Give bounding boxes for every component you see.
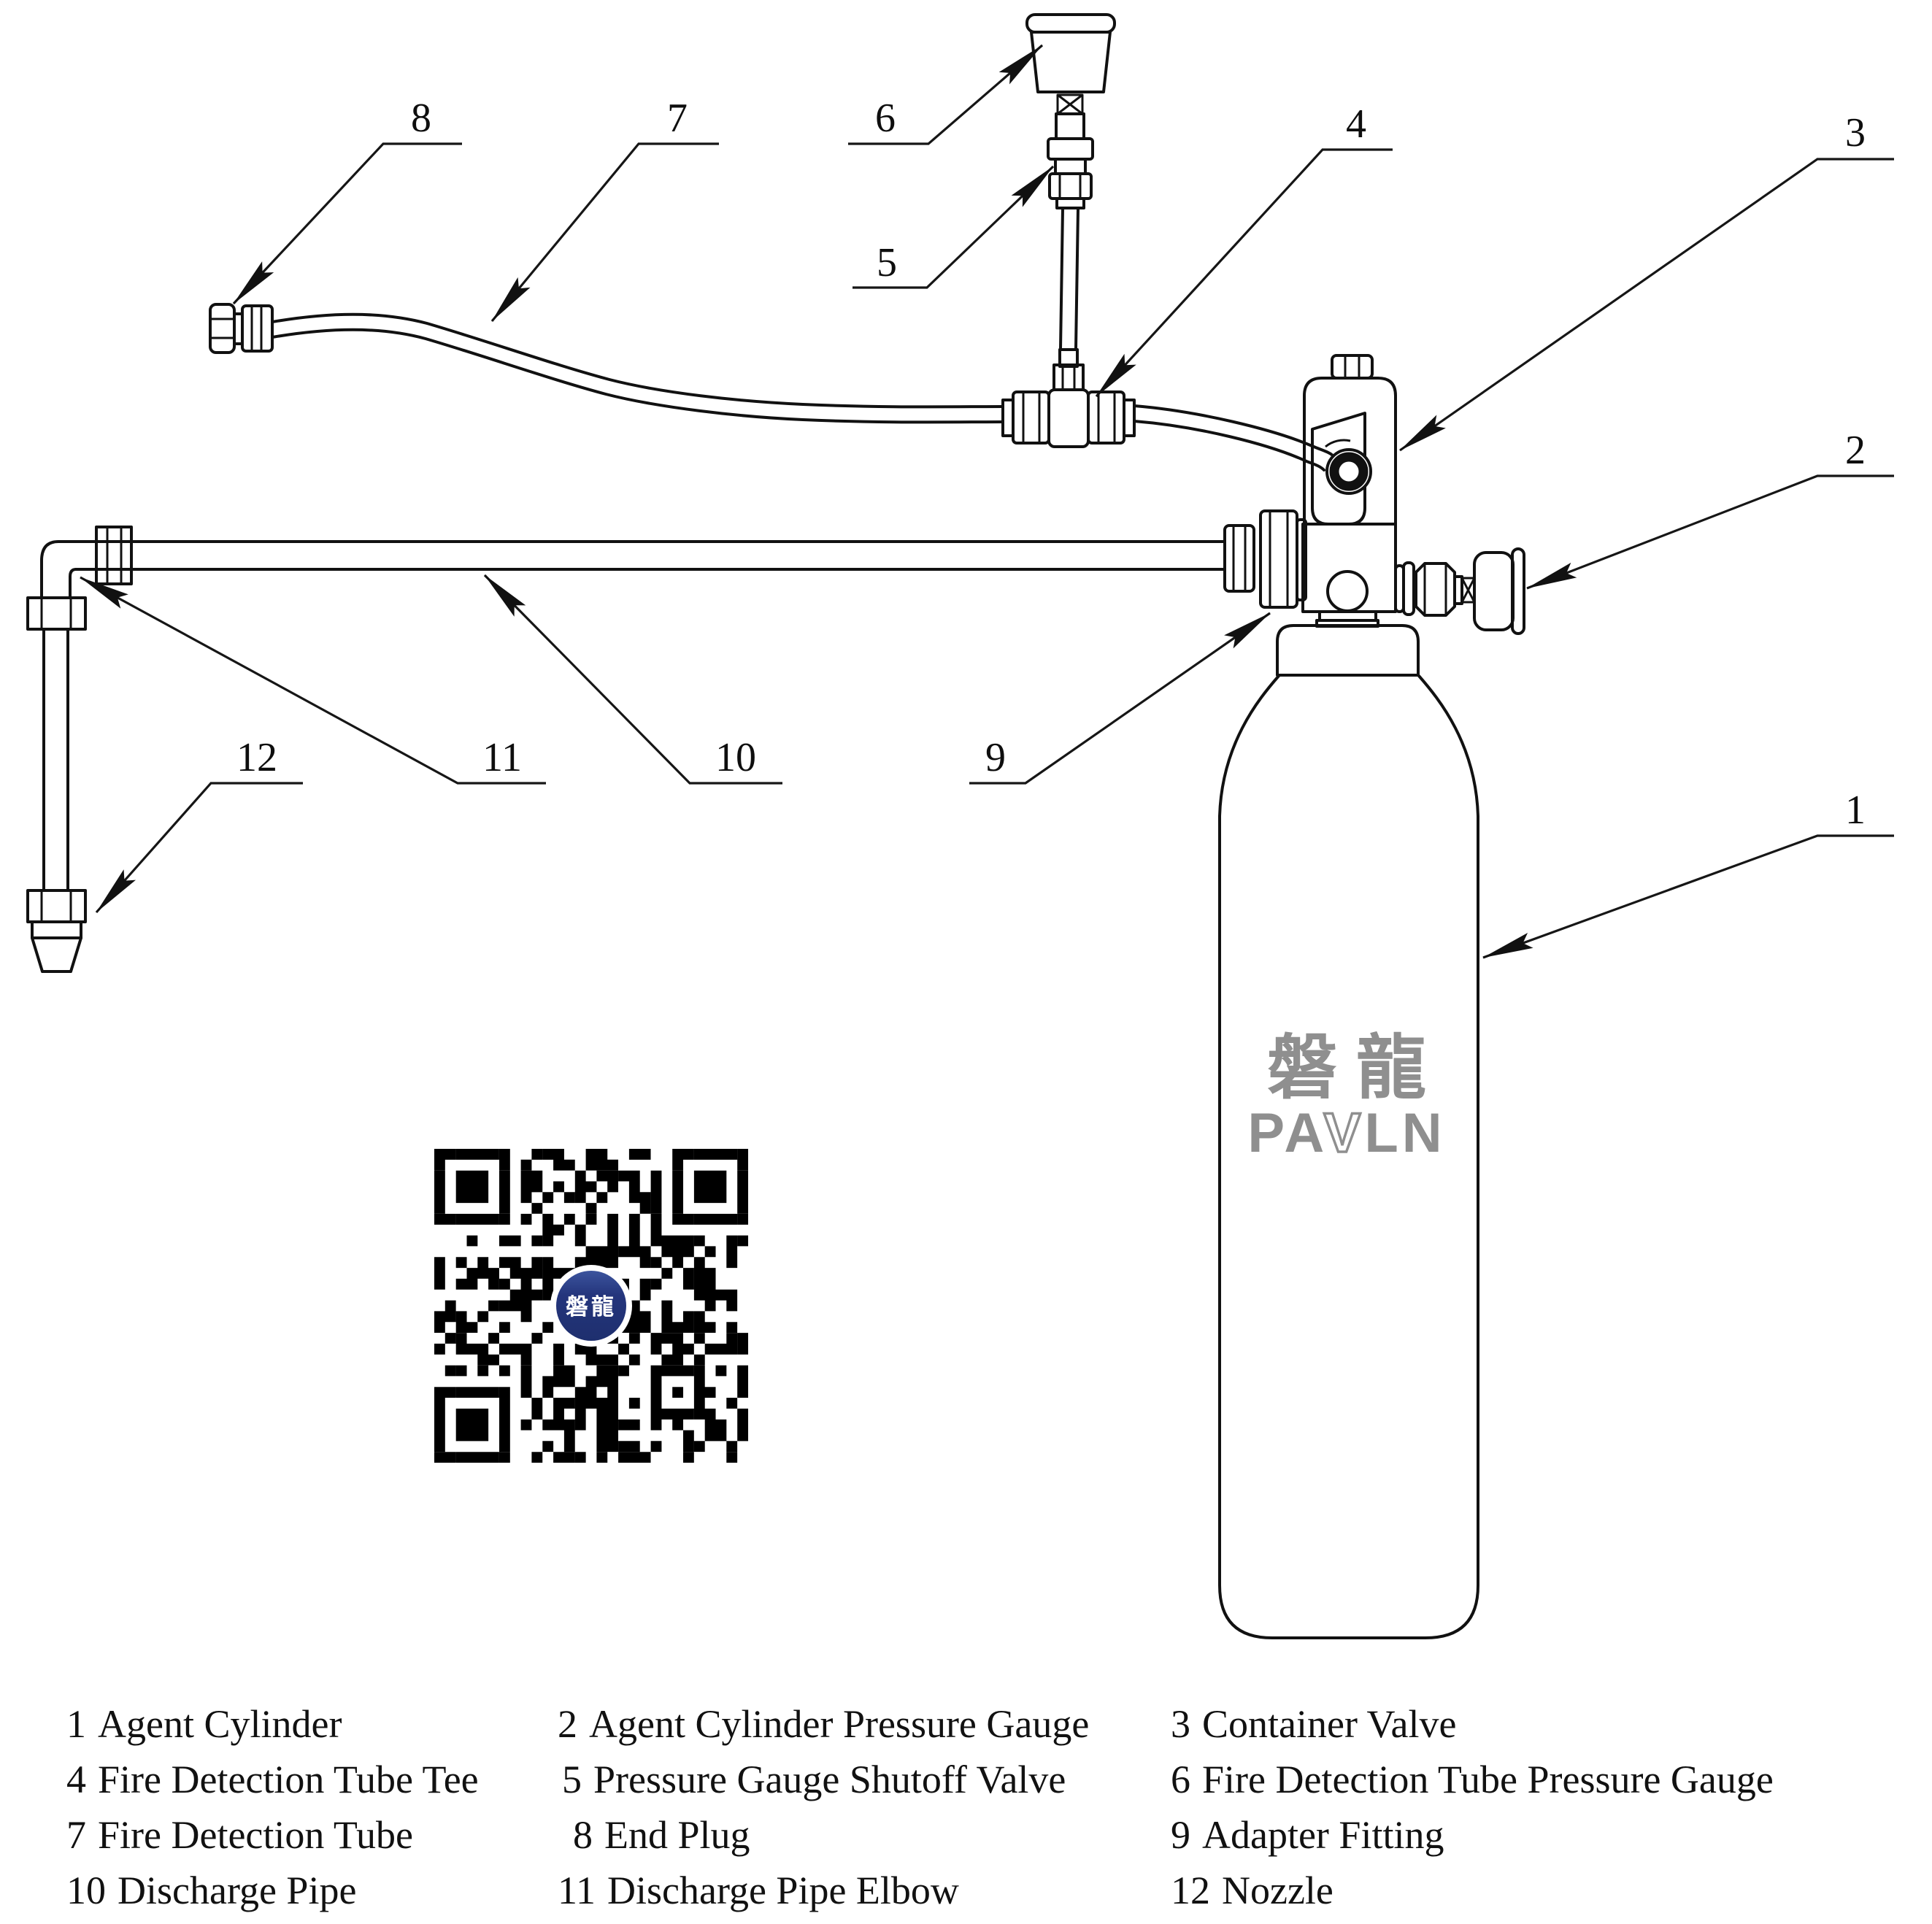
container-valve: [1301, 354, 1397, 628]
valve-cap: [1331, 354, 1374, 380]
callout-8: 8: [411, 96, 431, 141]
end-plug: [209, 303, 274, 354]
leader-11: [80, 576, 546, 785]
valve-window: [1311, 412, 1366, 526]
agent-cylinder: 磐龍 PAVLN: [1218, 624, 1479, 1639]
callout-12: 12: [236, 735, 277, 780]
callout-2: 2: [1845, 428, 1866, 473]
leader-2: [1526, 474, 1894, 590]
callout-10: 10: [715, 735, 756, 780]
leader-10: [483, 574, 782, 785]
callout-leaders: [80, 44, 1894, 959]
brand-chinese-logo: 磐龍: [1267, 1027, 1445, 1109]
leader-4: [1095, 148, 1393, 398]
callout-3: 3: [1845, 110, 1866, 155]
gauge-bezel: [1511, 547, 1525, 635]
qr-logo-circle: [556, 1271, 626, 1341]
nozzle: [26, 889, 87, 973]
agent-cylinder-pressure-gauge: [1394, 547, 1525, 635]
adapter-fitting: [1223, 509, 1307, 609]
leader-8: [232, 142, 462, 305]
leader-6: [848, 44, 1044, 145]
drop-pipe: [42, 628, 69, 892]
callout-1: 1: [1845, 788, 1866, 833]
pressure-gauge-shutoff-valve: [1047, 93, 1094, 209]
cylinder-neck: [1276, 624, 1420, 677]
callout-9: 9: [985, 735, 1006, 780]
callout-4: 4: [1346, 101, 1366, 147]
callout-5: 5: [877, 240, 897, 285]
callout-numbers: 1 2 3 4 5 6 7 8 9 10 11 12: [236, 96, 1866, 833]
leader-1: [1482, 834, 1894, 959]
fire-detection-tube-pressure-gauge: [1025, 13, 1116, 93]
valve-boss: [1326, 570, 1369, 612]
elbow-hex-fitting: [26, 596, 87, 631]
gauge-hex-nut: [1415, 562, 1456, 617]
fire-detection-tube: [271, 207, 1334, 472]
callout-11: 11: [482, 735, 522, 780]
leader-12: [95, 782, 303, 914]
discharge-pipe-elbow: [26, 526, 133, 892]
callout-7: 7: [667, 96, 688, 141]
callout-6: 6: [875, 96, 896, 141]
leader-3: [1399, 158, 1894, 452]
leader-7: [490, 142, 719, 323]
qr-logo-text: 磐龍: [566, 1294, 617, 1320]
nozzle-tip: [31, 936, 82, 973]
elbow-coupling-nut: [95, 526, 133, 585]
gauge-body: [1473, 551, 1515, 631]
leader-5: [853, 165, 1055, 289]
discharge-pipe: [57, 540, 1226, 571]
brand-latin-logo: PAVLN: [1247, 1102, 1445, 1164]
leader-9: [969, 612, 1271, 785]
fire-detection-tube-tee: [1001, 348, 1136, 448]
qr-code: 磐龍: [434, 1149, 749, 1463]
